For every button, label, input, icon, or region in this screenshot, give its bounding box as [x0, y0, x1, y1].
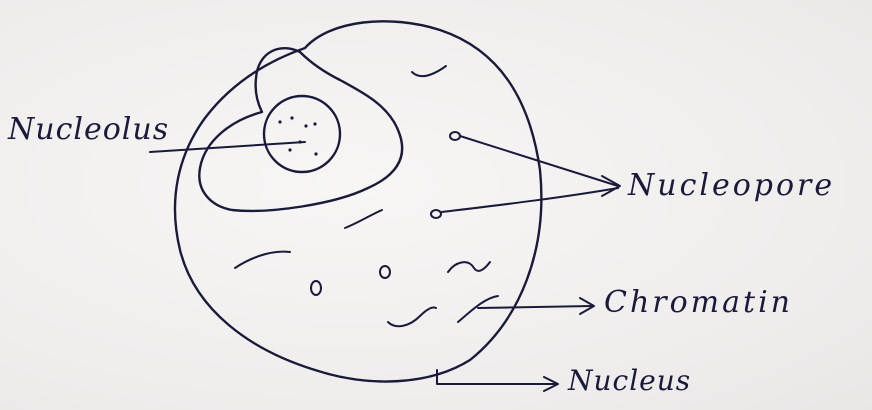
granule [311, 281, 321, 295]
nucleopore-upper [450, 132, 460, 140]
nuclear-membrane [175, 21, 541, 381]
nucleolus-speckle [288, 148, 291, 151]
chromatin-arrow [478, 306, 592, 308]
nucleopore-arrow-upper [460, 136, 618, 186]
chromatin-strand [412, 66, 446, 76]
chromatin-strand [235, 252, 290, 268]
label-nucleolus: Nucleolus [8, 112, 169, 147]
label-chromatin: Chromatin [604, 285, 793, 320]
nucleopore-lower [431, 210, 441, 218]
label-nucleopore: Nucleopore [628, 168, 835, 203]
chromatin-strand [448, 262, 490, 272]
nucleolus-speckle [314, 152, 317, 155]
nucleolus-pointer [150, 142, 305, 152]
chromatin-strand [345, 210, 382, 228]
nucleolus-speckle [290, 116, 293, 119]
nucleolus-speckle [304, 124, 307, 127]
nucleolar-region [199, 48, 402, 211]
label-nucleus: Nucleus [568, 364, 691, 397]
chromatin-strand [388, 307, 436, 326]
nucleolus-speckle [278, 120, 281, 123]
nucleus-arrow [437, 370, 556, 384]
nucleopore-arrow-lower [442, 188, 618, 212]
nucleolus-speckle [313, 122, 316, 125]
nucleolus-circle [264, 96, 340, 172]
granule [380, 266, 390, 278]
chromatin-strand [458, 296, 498, 322]
